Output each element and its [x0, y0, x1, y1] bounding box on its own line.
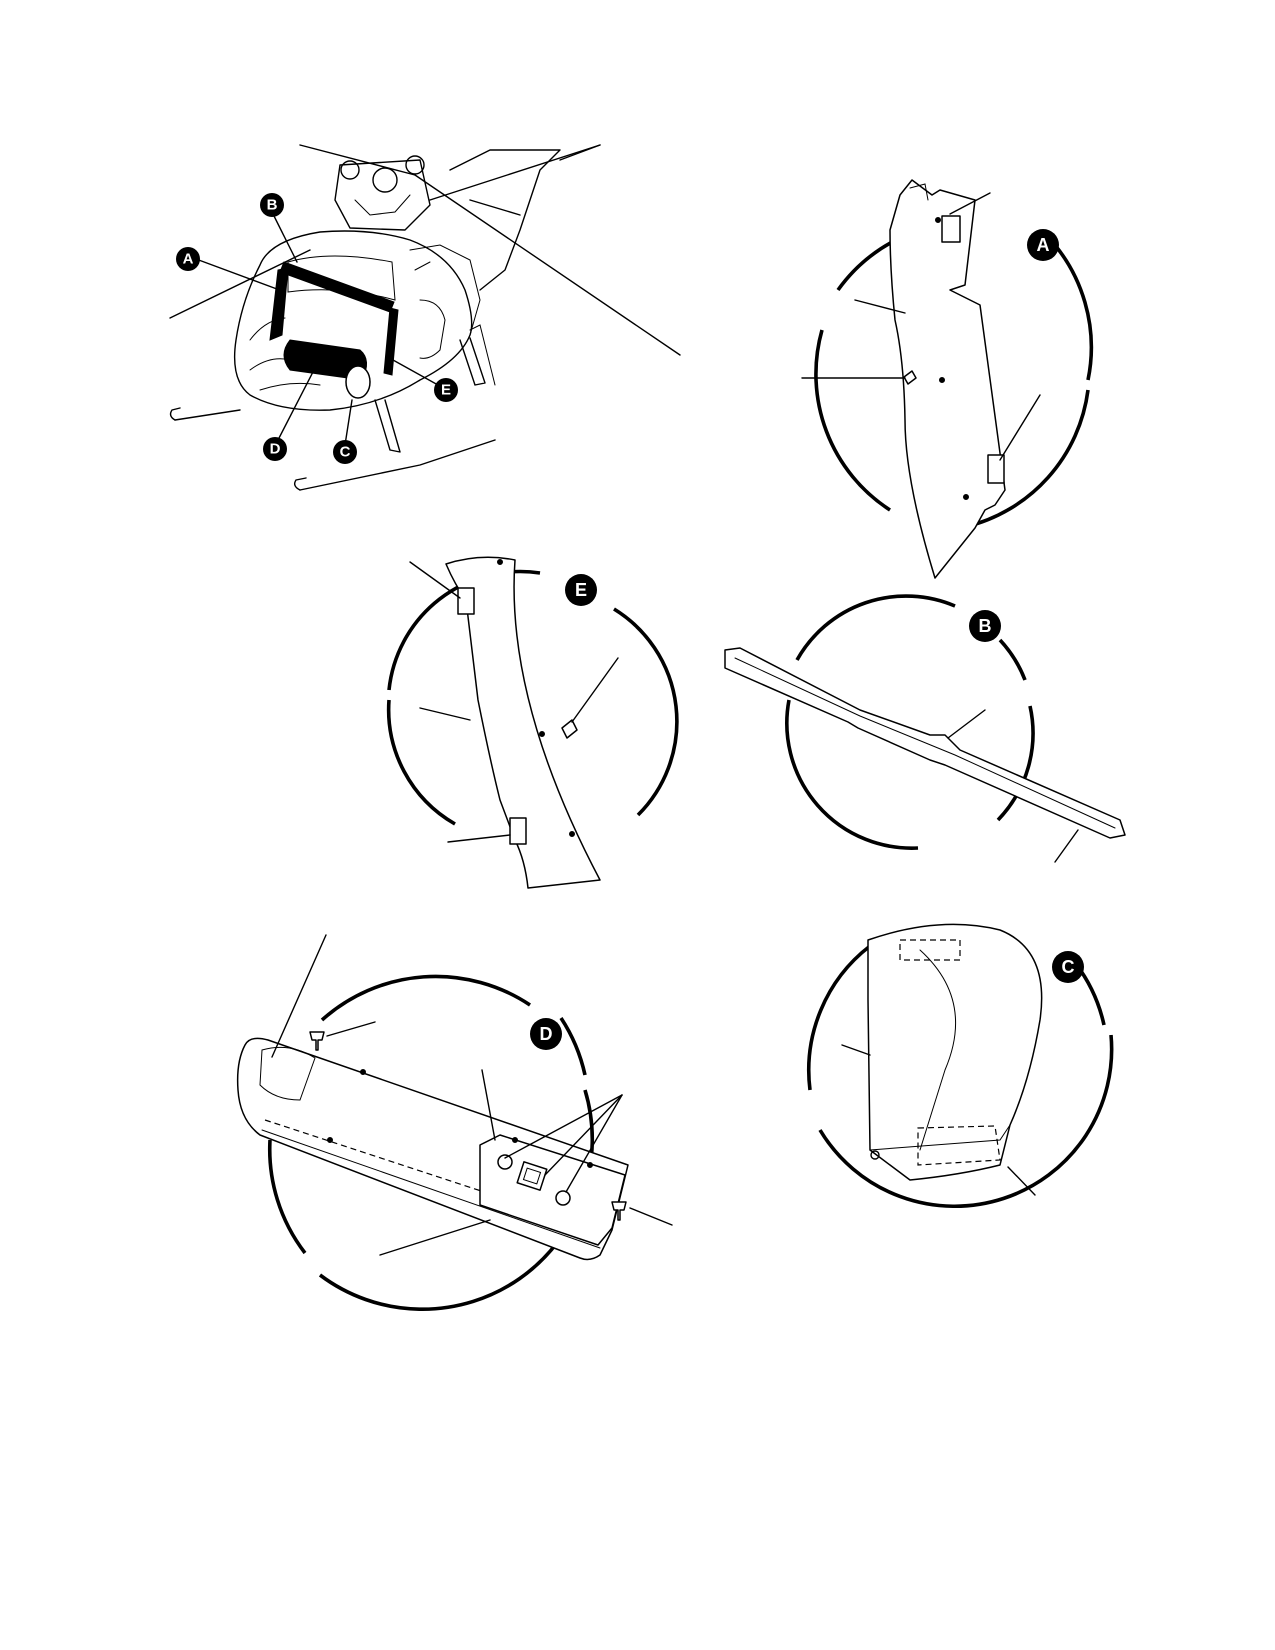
- callout-e-badge: E: [434, 378, 458, 402]
- panel-e-lower-tab: [509, 817, 527, 845]
- callout-b-badge: B: [260, 193, 284, 217]
- panel-a-lower-tab: [987, 454, 1005, 484]
- leader-a-tab: [949, 192, 991, 215]
- callout-e-label: E: [441, 382, 451, 399]
- detail-e-badge: E: [565, 574, 597, 606]
- callout-c-badge: C: [333, 440, 357, 464]
- detail-d: D: [236, 934, 673, 1311]
- leader-e-tab: [409, 561, 461, 599]
- leader-d-panel-corner: [271, 934, 327, 1058]
- panel-a-upper-tab: [941, 215, 961, 243]
- leader-e-screw: [571, 657, 619, 723]
- callout-c-label: C: [340, 444, 351, 461]
- leader-b: [271, 211, 298, 263]
- leader-c-lip: [1007, 1166, 1036, 1196]
- leader-d: [277, 367, 316, 441]
- callout-a-badge: A: [176, 247, 200, 271]
- detail-e-label: E: [575, 580, 587, 600]
- leader-e-panel: [419, 707, 471, 721]
- panel-d-knob: [497, 1154, 513, 1170]
- panel-b-highlight: [279, 261, 395, 313]
- detail-a-label: A: [1037, 235, 1050, 255]
- panel-c-part: [867, 923, 1043, 1181]
- detail-e: E: [386, 556, 679, 889]
- detail-d-badge: D: [530, 1018, 562, 1050]
- leader-a-lower-tab: [999, 394, 1041, 461]
- panel-e-highlight: [383, 307, 399, 376]
- panel-e-screw: [561, 719, 578, 739]
- detail-b: B: [724, 594, 1126, 863]
- detail-b-label: B: [979, 616, 992, 636]
- panel-d-screw-left: [309, 1031, 325, 1051]
- detail-d-label: D: [540, 1024, 553, 1044]
- leader-b-channel: [947, 709, 986, 739]
- leader-c-panel: [841, 1044, 871, 1056]
- leader-d-switch: [544, 1094, 623, 1176]
- panel-d-light: [555, 1190, 571, 1206]
- panel-e-upper-tab: [457, 587, 475, 615]
- panel-d-screw-right: [611, 1201, 627, 1221]
- panel-a-highlight: [269, 267, 289, 341]
- detail-c: C: [806, 923, 1114, 1209]
- leader-d-screw-right: [629, 1207, 673, 1226]
- leader-a-panel: [854, 299, 906, 314]
- leader-d-knob: [504, 1094, 623, 1159]
- callout-b-label: B: [267, 197, 278, 214]
- leader-d-plate: [481, 1069, 496, 1141]
- leader-d-lower-edge: [379, 1219, 491, 1256]
- panel-a-part: [889, 179, 1006, 579]
- detail-a: A: [801, 179, 1094, 579]
- panel-d-switch-plate: [479, 1134, 626, 1246]
- detail-b-badge: B: [969, 610, 1001, 642]
- leader-b-end: [1054, 829, 1079, 863]
- leader-d-light: [565, 1094, 623, 1193]
- callout-a-label: A: [183, 251, 194, 268]
- panel-d-switch: [516, 1161, 548, 1191]
- leader-c: [344, 399, 353, 446]
- helicopter-overview: B A E D C: [169, 144, 681, 491]
- detail-c-label: C: [1062, 957, 1075, 977]
- leader-e: [392, 359, 439, 386]
- panel-c-highlight: [345, 365, 371, 399]
- panel-e-part: [445, 556, 601, 889]
- callout-d-badge: D: [263, 437, 287, 461]
- leader-e-lower-tab: [447, 834, 511, 843]
- detail-c-badge: C: [1052, 951, 1084, 983]
- leader-d-screw: [326, 1021, 376, 1037]
- detail-a-badge: A: [1027, 229, 1059, 261]
- panel-a-screw: [903, 370, 917, 385]
- leader-a: [195, 258, 286, 293]
- callout-d-label: D: [270, 441, 281, 458]
